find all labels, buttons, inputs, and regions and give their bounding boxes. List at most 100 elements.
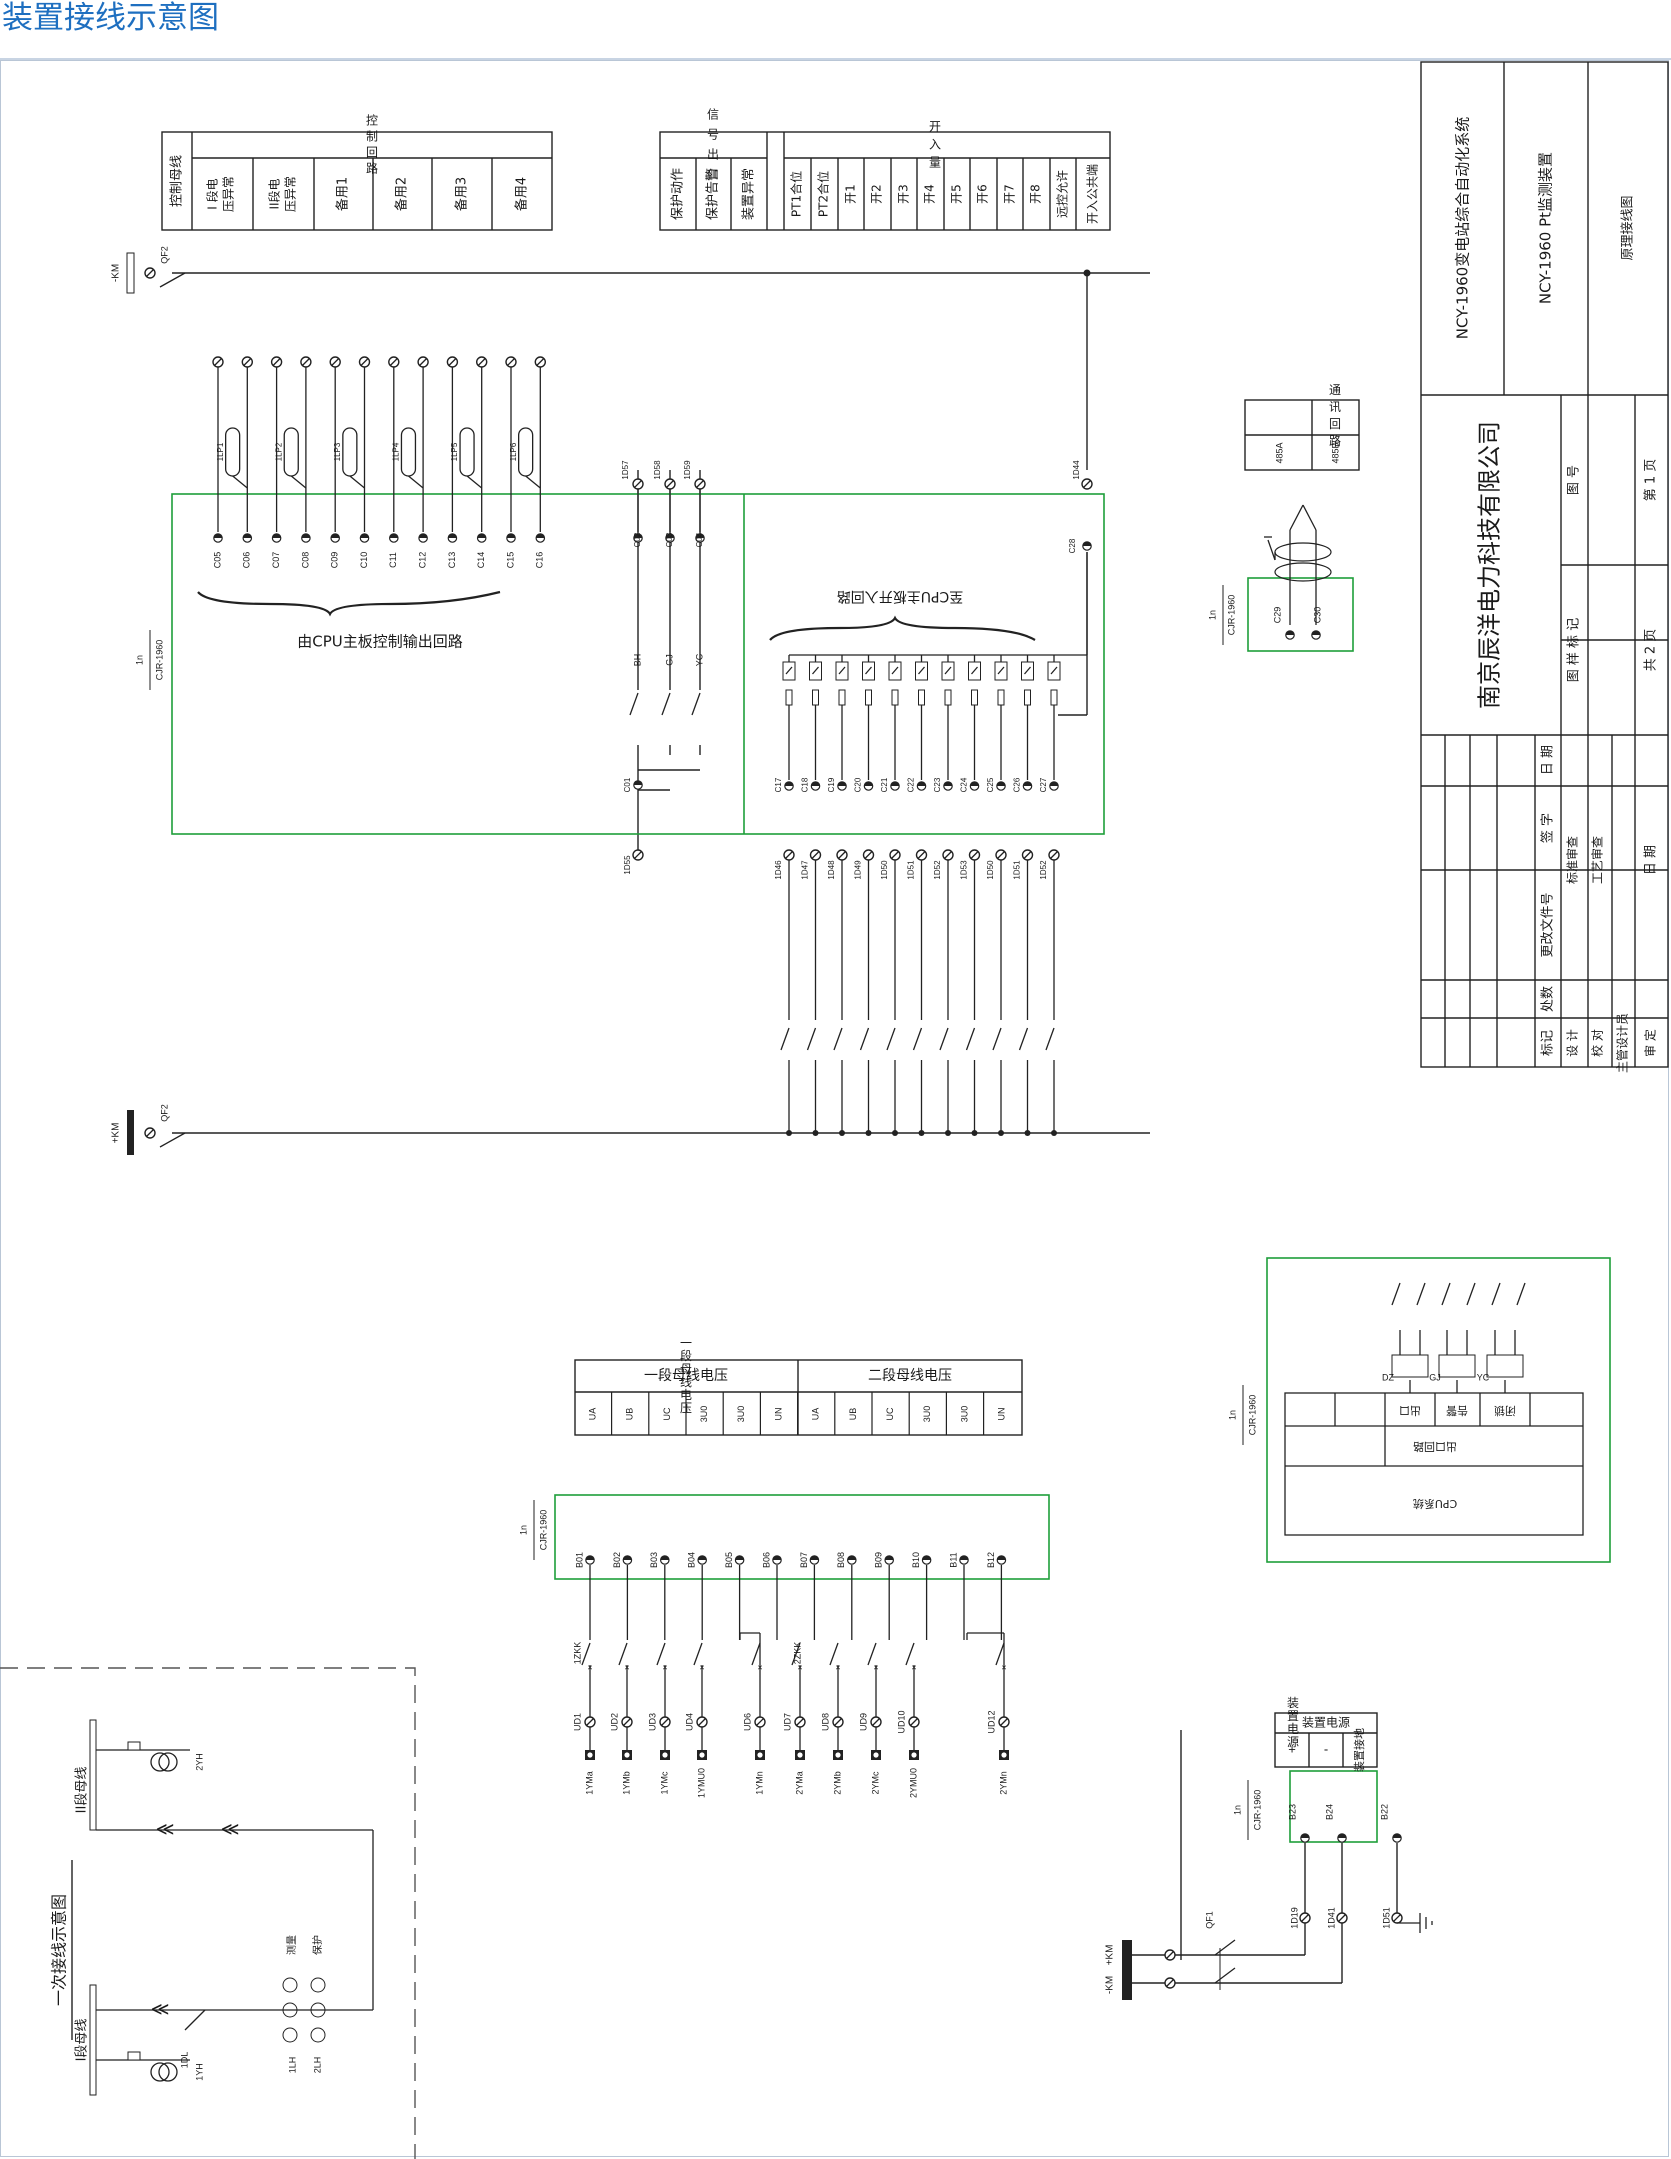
- breaker-x: ×: [797, 1662, 802, 1672]
- terminal-label: UD8: [820, 1713, 830, 1731]
- disconnect-symbol: ≪: [156, 1819, 175, 1839]
- signal-item: 保护动作: [671, 168, 686, 220]
- switch-contact: [751, 1642, 761, 1666]
- disconnect-symbol: ≪: [151, 1999, 170, 2019]
- voltage-group1: 一: [680, 1336, 692, 1350]
- terminal-label: 1D51: [907, 860, 916, 880]
- system-title: NCY-1960变电站综合自动化系统: [1454, 117, 1472, 339]
- terminal-label: 1D49: [854, 860, 863, 880]
- terminal-label: B22: [1379, 1804, 1389, 1820]
- terminal-pin: [969, 781, 980, 791]
- input-contact: [886, 1027, 896, 1051]
- input-group-label: 开: [929, 120, 941, 134]
- wire: [1302, 504, 1317, 531]
- resistor: [944, 689, 952, 706]
- terminal: [144, 1127, 156, 1139]
- voltage-group2-label: 二段母线电压: [868, 1368, 952, 1384]
- rev-col-label: 日 期: [1541, 745, 1556, 775]
- terminal: [476, 356, 488, 368]
- ct-winding: [310, 2027, 326, 2043]
- voltage-terminal: [622, 1750, 632, 1760]
- control-group-label: 路: [366, 161, 378, 176]
- terminal: [446, 356, 459, 368]
- ct-winding: [282, 2002, 298, 2018]
- terminal: [1021, 849, 1034, 861]
- relay-coil: [1438, 1354, 1476, 1378]
- breaker-x: ×: [662, 1662, 667, 1672]
- device-ref: 1n: [518, 1525, 528, 1535]
- terminal-label: C30: [1312, 607, 1322, 624]
- terminal: [809, 849, 822, 861]
- terminal-label: C01: [623, 777, 632, 792]
- input-item: 开4: [923, 184, 937, 204]
- optocoupler: [997, 666, 1005, 675]
- terminal-label: 1D55: [623, 855, 632, 875]
- relay-contact: [1491, 1282, 1501, 1306]
- terminal: [241, 356, 254, 368]
- input-item: 开2: [870, 184, 884, 204]
- terminal-label: 1D46: [774, 860, 783, 880]
- cable-shield: [1274, 542, 1332, 562]
- terminal-label: C09: [330, 552, 340, 569]
- terminal-pin: [996, 781, 1006, 791]
- terminal-label: C26: [1013, 777, 1022, 792]
- terminal-pin: [622, 1555, 633, 1565]
- input-item: 远控允许: [1055, 170, 1070, 218]
- input-caption: 至CPU主板开入回路: [837, 588, 963, 604]
- signal-group-label: 口: [707, 168, 719, 182]
- input-contact: [992, 1027, 1002, 1051]
- junction-dot: [1024, 1130, 1031, 1136]
- terminal-label: C21: [880, 777, 889, 792]
- terminal-pin: [921, 1555, 932, 1565]
- terminal-pin: [1049, 781, 1059, 791]
- junction-dot: [971, 1130, 978, 1136]
- input-item: 开入公共端: [1086, 164, 1100, 224]
- voltage-col: UB: [625, 1408, 635, 1421]
- ct-winding: [310, 1977, 326, 1993]
- terminal: [998, 1716, 1010, 1728]
- bus-bar: [89, 1719, 97, 1831]
- breaker-label: QF1: [1204, 1911, 1214, 1929]
- switch-label: 1ZKK: [572, 1642, 582, 1665]
- input-item: 开7: [1003, 184, 1017, 204]
- fuse: [127, 1741, 141, 1751]
- input-item: 开6: [976, 184, 990, 204]
- relay-coil: [1391, 1354, 1429, 1378]
- terminal-pin: [633, 780, 643, 790]
- input-brace: [769, 615, 1036, 641]
- terminal-pin: [418, 533, 428, 543]
- terminal-pin: [890, 781, 900, 791]
- terminal-pin: [734, 1555, 745, 1565]
- terminal-pin: [388, 533, 399, 543]
- input-item: PT1合位: [789, 171, 804, 217]
- title-rule: [0, 58, 1671, 60]
- terminal: [968, 849, 981, 861]
- switch-contact: [905, 1642, 915, 1666]
- resistor: [971, 689, 978, 706]
- relay-label: GJ: [664, 654, 674, 666]
- total-sheets: 共 2 页: [1644, 629, 1659, 672]
- rev-col-label: 标记: [1541, 1030, 1556, 1056]
- relay-label: DZ: [1382, 1372, 1394, 1382]
- terminal-label: 1D51: [1013, 860, 1022, 880]
- ct-winding: [310, 2002, 326, 2018]
- power-group: 置: [1287, 1709, 1299, 1723]
- input-contact: [780, 1027, 790, 1051]
- link-piece: [459, 427, 475, 477]
- terminal-pin: [996, 1555, 1007, 1565]
- voltage-output-label: 1YMa: [584, 1771, 594, 1795]
- link-piece-label: 1LP4: [392, 442, 401, 461]
- terminal-label: B04: [687, 1552, 697, 1568]
- terminal: [908, 1716, 920, 1728]
- device-ref: 1n: [1232, 1805, 1242, 1815]
- terminal: [659, 1716, 671, 1728]
- primary-title: 一次接线示意图: [50, 1894, 69, 2006]
- relay-box-bottom: CPU系统: [1413, 1497, 1457, 1510]
- terminal: [417, 356, 429, 368]
- link-piece: [224, 427, 241, 477]
- voltage-terminal: [755, 1750, 765, 1760]
- input-contact: [1018, 1027, 1029, 1051]
- terminal: [754, 1716, 766, 1728]
- control-group-label: 回: [366, 146, 378, 160]
- terminal-label: UD4: [684, 1713, 694, 1731]
